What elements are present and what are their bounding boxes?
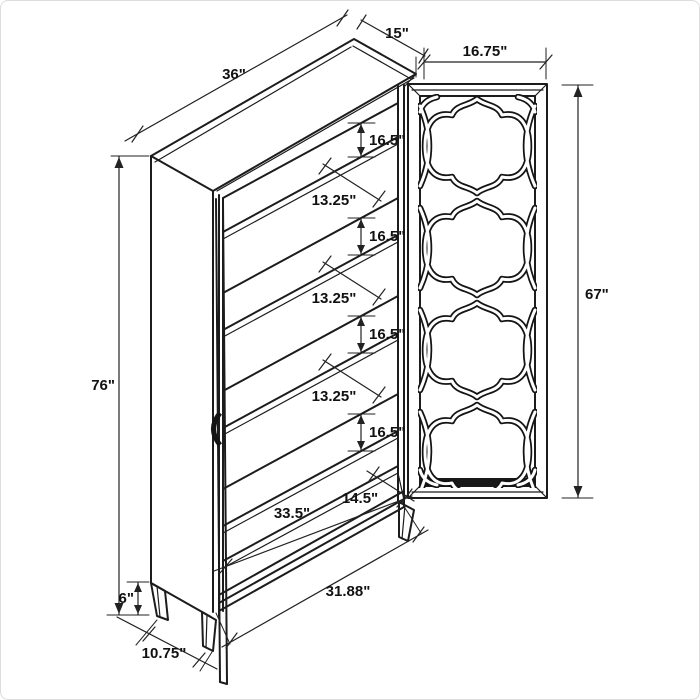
bottom-rail [218, 490, 405, 612]
door-bottom-shadow [421, 478, 534, 486]
dim-base-depth: 10.75" [116, 616, 218, 672]
dim-interior-width: 33.5" [213, 492, 413, 574]
dim-base-width: 31.88" [215, 507, 429, 649]
door-panel-detail [407, 83, 548, 499]
dim-shelf-spacing-4: 16.5" [347, 413, 405, 452]
dim-top-width-label: 36" [222, 66, 246, 83]
dim-interior-width-label: 33.5" [274, 505, 310, 522]
interior-shelves [222, 102, 405, 612]
dim-top-depth: 15" [356, 14, 429, 78]
dim-shelf-spacing-2: 16.5" [347, 217, 405, 256]
dim-shelf-spacing-4-label: 16.5" [369, 424, 405, 441]
dim-shelf-spacing-3: 16.5" [347, 315, 405, 354]
dim-shelf-spacing-1: 16.5" [347, 122, 405, 158]
left-side-panel [150, 155, 220, 618]
dim-door-width: 16.75" [417, 43, 553, 80]
dim-shelf-depth-3: 13.25" [312, 353, 386, 405]
dim-door-width-label: 16.75" [463, 43, 508, 60]
dim-overall-height-label: 76" [91, 377, 115, 394]
dim-shelf-depth-2-label: 13.25" [312, 290, 357, 307]
dim-shelf-spacing-2-label: 16.5" [369, 228, 405, 245]
dim-shelf-depth-2: 13.25" [312, 255, 386, 307]
legs [150, 501, 415, 652]
dim-interior-depth: 14.5" [342, 466, 415, 507]
front-left-leg [201, 611, 217, 652]
dim-leg-height-label: 6" [119, 590, 134, 607]
dim-base-width-label: 31.88" [326, 583, 371, 600]
dim-shelf-spacing-3-label: 16.5" [369, 326, 405, 343]
quatrefoil-trellis [420, 97, 535, 488]
dim-top-depth-label: 15" [385, 25, 409, 42]
dim-top-width: 36" [124, 9, 349, 143]
dim-shelf-depth-3-label: 13.25" [312, 388, 357, 405]
dim-shelf-depth-1: 13.25" [312, 157, 386, 209]
dim-overall-height: 76" [91, 155, 150, 616]
dim-door-height-label: 67" [585, 286, 609, 303]
door-handle [211, 411, 223, 447]
back-left-leg [150, 582, 169, 621]
dim-shelf-depth-1-label: 13.25" [312, 192, 357, 209]
dim-door-height: 67" [561, 84, 609, 499]
dim-base-depth-label: 10.75" [142, 645, 187, 662]
dim-interior-depth-label: 14.5" [342, 490, 378, 507]
dim-leg-height: 6" [119, 581, 150, 616]
dim-shelf-spacing-1-label: 16.5" [369, 132, 405, 149]
cabinet-body [150, 38, 417, 685]
